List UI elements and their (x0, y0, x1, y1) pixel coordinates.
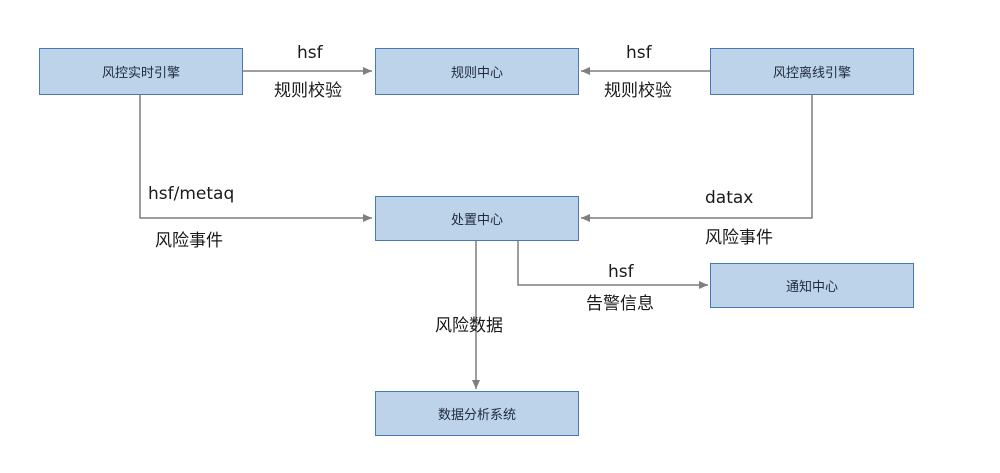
edge-offline-to-disposal (581, 95, 813, 222)
node-notify-center: 通知中心 (710, 263, 914, 308)
edge-label-offline-to-rule-protocol: hsf (626, 43, 652, 63)
edge-label-realtime-to-rule-purpose: 规则校验 (274, 81, 342, 101)
node-notify-center-label: 通知中心 (785, 280, 838, 295)
edge-label-realtime-to-disposal-protocol: hsf/metaq (148, 184, 235, 204)
edge-label-disposal-to-notify-protocol: hsf (608, 262, 634, 282)
node-disposal-center: 处置中心 (375, 196, 579, 241)
edge-label-offline-to-disposal-purpose: 风险事件 (705, 228, 773, 248)
edge-label-disposal-to-analysis-purpose: 风险数据 (435, 316, 503, 336)
node-analysis-system: 数据分析系统 (375, 391, 579, 436)
node-offline-engine: 风控离线引擎 (710, 48, 914, 95)
edge-realtime-to-disposal (139, 95, 372, 222)
node-disposal-center-label: 处置中心 (450, 213, 503, 228)
edge-label-realtime-to-disposal-purpose: 风险事件 (155, 231, 223, 251)
edge-disposal-to-notify (517, 241, 708, 289)
node-rule-center: 规则中心 (375, 48, 579, 95)
node-offline-engine-label: 风控离线引擎 (772, 66, 851, 81)
edge-label-realtime-to-rule-protocol: hsf (297, 43, 323, 63)
edge-label-offline-to-rule-purpose: 规则校验 (604, 81, 672, 101)
node-rule-center-label: 规则中心 (450, 66, 503, 81)
node-realtime-engine: 风控实时引擎 (39, 48, 243, 95)
edge-label-offline-to-disposal-protocol: datax (705, 188, 754, 208)
edge-label-disposal-to-notify-purpose: 告警信息 (586, 294, 654, 314)
node-realtime-engine-label: 风控实时引擎 (101, 66, 180, 81)
node-analysis-system-label: 数据分析系统 (437, 408, 516, 423)
